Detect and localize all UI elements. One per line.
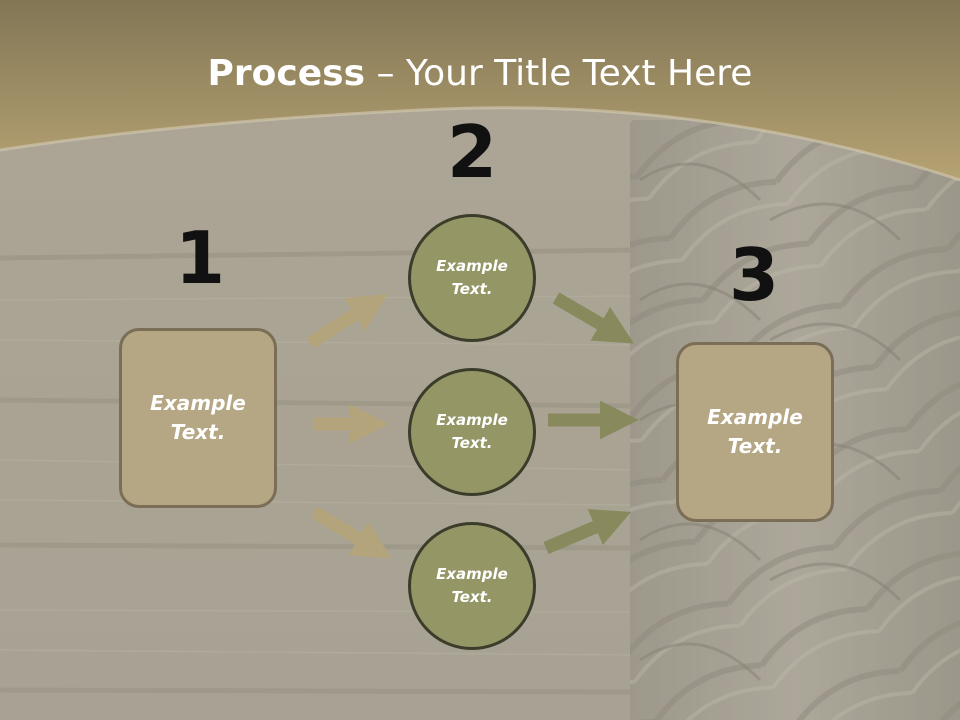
step-1-box: Example Text. (119, 328, 277, 508)
step-number-1: 1 (174, 216, 226, 300)
slide-title: Process – Your Title Text Here (0, 52, 960, 96)
title-rest: – Your Title Text Here (365, 53, 753, 94)
step-3-box: Example Text. (676, 342, 834, 522)
circle-text-line1: Example (436, 565, 508, 583)
circle-text-line1: Example (436, 257, 508, 275)
circle-text-line2: Text. (451, 280, 493, 298)
step-2-circle-top: Example Text. (408, 214, 536, 342)
step-2-circle-middle: Example Text. (408, 368, 536, 496)
circle-text-line2: Text. (451, 434, 493, 452)
circle-text-line2: Text. (451, 588, 493, 606)
step-2-circle-bottom: Example Text. (408, 522, 536, 650)
step-1-text-line1: Example (150, 391, 246, 415)
step-1-text-line2: Text. (170, 420, 226, 444)
header-band (0, 0, 960, 180)
title-bold: Process (207, 53, 366, 94)
step-3-text-line1: Example (707, 405, 803, 429)
step-3-text-line2: Text. (727, 434, 783, 458)
circle-text-line1: Example (436, 411, 508, 429)
step-number-2: 2 (446, 110, 498, 194)
step-number-3: 3 (728, 233, 780, 317)
